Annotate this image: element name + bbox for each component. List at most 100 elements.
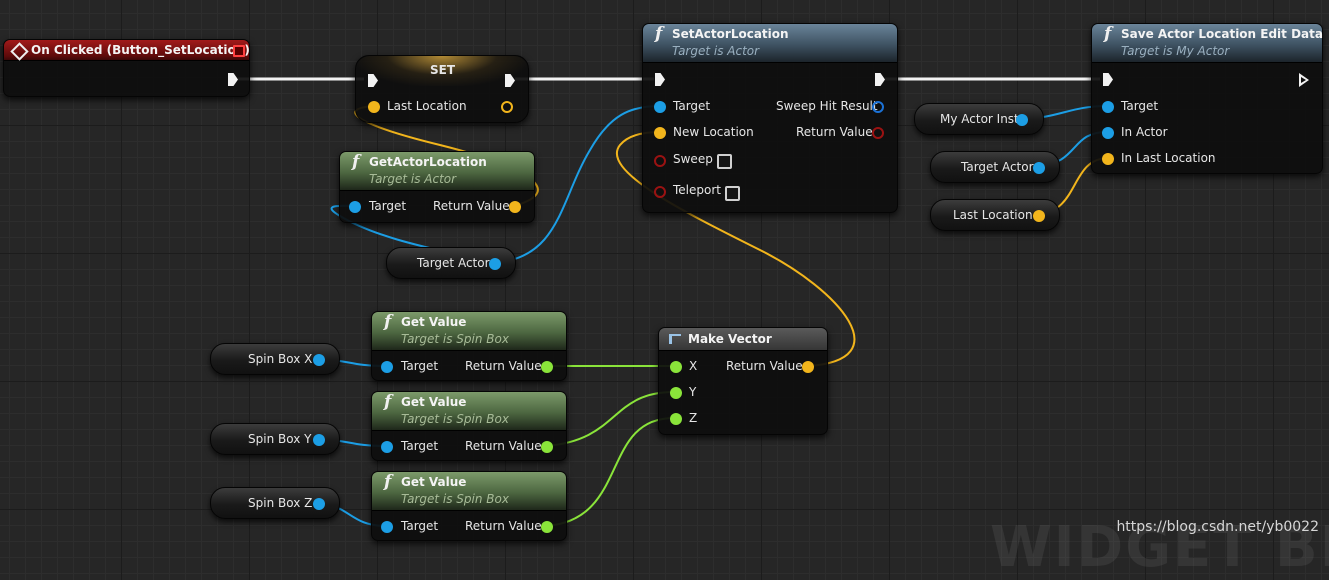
- last-location-out-pin[interactable]: [1033, 210, 1045, 222]
- return-value-out-pin[interactable]: [541, 521, 553, 533]
- in-last-location-pin-label: In Last Location: [1121, 151, 1216, 165]
- get-value-y-node[interactable]: f Get Value Target is Spin Box Target Re…: [371, 391, 567, 461]
- watermark-url: https://blog.csdn.net/yb0022: [1116, 519, 1319, 535]
- x-in-pin[interactable]: [670, 361, 682, 373]
- return-value-pin-label: Return Value: [726, 359, 803, 373]
- target-in-pin[interactable]: [349, 201, 361, 213]
- object-wire: [493, 105, 661, 264]
- make-struct-icon: [669, 334, 681, 344]
- z-in-pin[interactable]: [670, 413, 682, 425]
- y-pin-label: Y: [689, 385, 697, 399]
- spin-box-x-label: Spin Box X: [248, 352, 313, 366]
- sweep-in-pin[interactable]: [654, 155, 666, 167]
- float-wire: [545, 417, 675, 527]
- get-actor-location-subtitle: Target is Actor: [369, 172, 457, 186]
- last-location-out-pin[interactable]: [501, 101, 513, 113]
- spin-box-x-out-pin[interactable]: [313, 354, 325, 366]
- save-node-subtitle: Target is My Actor: [1121, 44, 1230, 58]
- target-actor-variable-node[interactable]: Target Actor: [386, 247, 516, 279]
- save-actor-location-edit-data-node[interactable]: f Save Actor Location Edit Data Target i…: [1091, 23, 1323, 174]
- get-value-z-node[interactable]: f Get Value Target is Spin Box Target Re…: [371, 471, 567, 541]
- get-value-title: Get Value: [401, 475, 467, 489]
- spin-box-y-out-pin[interactable]: [313, 434, 325, 446]
- function-icon: f: [384, 392, 392, 412]
- spin-box-z-variable-node[interactable]: Spin Box Z: [210, 487, 340, 519]
- exec-in-pin[interactable]: [1103, 73, 1113, 86]
- target-in-pin[interactable]: [381, 441, 393, 453]
- make-vector-node[interactable]: Make Vector X Return Value Y Z: [658, 327, 828, 435]
- return-value-out-pin[interactable]: [541, 441, 553, 453]
- exec-out-pin[interactable]: [505, 74, 515, 87]
- target-in-pin[interactable]: [381, 361, 393, 373]
- target-pin-label: Target: [401, 359, 439, 373]
- make-vector-title: Make Vector: [688, 332, 772, 346]
- target-actor-out-pin[interactable]: [489, 258, 501, 270]
- spin-box-z-label: Spin Box Z: [248, 496, 313, 510]
- set-actor-location-subtitle: Target is Actor: [672, 44, 760, 58]
- get-actor-location-node[interactable]: f GetActorLocation Target is Actor Targe…: [339, 151, 535, 223]
- function-icon: f: [352, 152, 360, 172]
- get-value-subtitle: Target is Spin Box: [401, 332, 509, 346]
- target-in-pin[interactable]: [654, 101, 666, 113]
- exec-in-pin[interactable]: [655, 73, 665, 86]
- get-value-y-header: f Get Value Target is Spin Box: [372, 392, 566, 431]
- set-actor-location-title: SetActorLocation: [672, 27, 789, 41]
- teleport-in-pin[interactable]: [654, 186, 666, 198]
- exec-out-pin[interactable]: [228, 73, 238, 86]
- set-actor-location-node[interactable]: f SetActorLocation Target is Actor Targe…: [642, 23, 898, 213]
- event-node-header: On Clicked (Button_SetLocation): [4, 40, 250, 61]
- exec-out-pin[interactable]: [875, 73, 885, 86]
- target-actor-out-pin-2[interactable]: [1033, 162, 1045, 174]
- teleport-checkbox[interactable]: [725, 186, 740, 201]
- target-pin-label: Target: [673, 99, 711, 113]
- get-value-x-header: f Get Value Target is Spin Box: [372, 312, 566, 351]
- target-in-pin[interactable]: [1102, 101, 1114, 113]
- get-value-title: Get Value: [401, 315, 467, 329]
- get-actor-location-header: f GetActorLocation Target is Actor: [340, 152, 534, 191]
- x-pin-label: X: [689, 359, 698, 373]
- set-node-header: [356, 56, 528, 86]
- target-actor-variable-node-2[interactable]: Target Actor: [930, 151, 1060, 183]
- target-pin-label: Target: [369, 199, 407, 213]
- exec-in-pin[interactable]: [368, 74, 378, 87]
- float-wire: [545, 391, 675, 447]
- new-location-in-pin[interactable]: [654, 127, 666, 139]
- target-pin-label: Target: [1121, 99, 1159, 113]
- y-in-pin[interactable]: [670, 387, 682, 399]
- last-location-variable-node[interactable]: Last Location: [930, 199, 1060, 231]
- spin-box-y-variable-node[interactable]: Spin Box Y: [210, 423, 340, 455]
- get-value-x-node[interactable]: f Get Value Target is Spin Box Target Re…: [371, 311, 567, 381]
- return-value-pin-label: Return Value: [465, 359, 542, 373]
- get-value-title: Get Value: [401, 395, 467, 409]
- event-delegate-icon[interactable]: [233, 45, 245, 57]
- spin-box-x-variable-node[interactable]: Spin Box X: [210, 343, 340, 375]
- vector-wire: [616, 131, 856, 367]
- return-value-pin-label: Return Value: [465, 519, 542, 533]
- sweep-checkbox[interactable]: [717, 154, 732, 169]
- in-last-location-in-pin[interactable]: [1102, 153, 1114, 165]
- make-vector-header: Make Vector: [659, 328, 827, 351]
- spin-box-z-out-pin[interactable]: [313, 498, 325, 510]
- spin-box-y-label: Spin Box Y: [248, 432, 312, 446]
- my-actor-inst-variable-node[interactable]: My Actor Inst: [914, 103, 1044, 135]
- target-pin-label: Target: [401, 519, 439, 533]
- get-value-subtitle: Target is Spin Box: [401, 412, 509, 426]
- function-icon: f: [384, 472, 392, 492]
- exec-out-pin-hole: [1301, 77, 1306, 83]
- sweep-hit-result-out-pin[interactable]: [872, 101, 884, 113]
- my-actor-inst-label: My Actor Inst: [940, 112, 1019, 126]
- my-actor-inst-out-pin[interactable]: [1016, 114, 1028, 126]
- return-value-out-pin[interactable]: [509, 201, 521, 213]
- target-in-pin[interactable]: [381, 521, 393, 533]
- return-value-out-pin[interactable]: [872, 127, 884, 139]
- target-actor-label: Target Actor: [417, 256, 490, 270]
- last-location-in-pin[interactable]: [368, 101, 380, 113]
- return-value-out-pin[interactable]: [802, 361, 814, 373]
- return-value-pin-label: Return Value: [433, 199, 510, 213]
- in-actor-in-pin[interactable]: [1102, 127, 1114, 139]
- sweep-pin-label: Sweep: [673, 152, 713, 166]
- return-value-out-pin[interactable]: [541, 361, 553, 373]
- set-variable-node[interactable]: SET Last Location: [355, 55, 529, 123]
- on-clicked-event-node[interactable]: On Clicked (Button_SetLocation): [3, 39, 250, 97]
- new-location-pin-label: New Location: [673, 125, 754, 139]
